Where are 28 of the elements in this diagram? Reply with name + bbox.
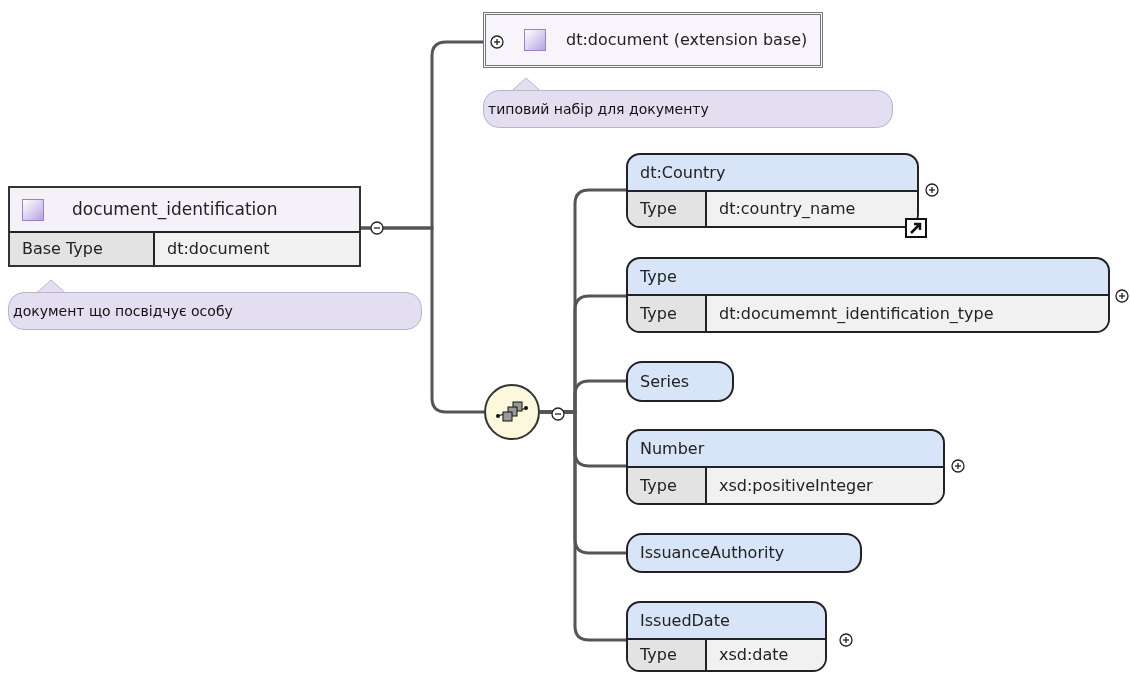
property-value: dt:country_name [707, 192, 917, 226]
element-name: IssuedDate [640, 609, 730, 632]
element-box [626, 533, 862, 573]
element-name: Number [640, 437, 705, 460]
element-box [626, 429, 945, 505]
element-box [626, 257, 1110, 333]
element-name: document_identification [72, 197, 278, 222]
element-box [626, 601, 827, 672]
complex-type-box [8, 186, 361, 267]
element-box [626, 153, 919, 228]
base-type-box [483, 12, 823, 68]
element-name: dt:Country [640, 161, 726, 184]
property-value: dt:documemnt_identification_type [707, 296, 1108, 331]
property-label: Type [628, 468, 707, 503]
property-label: Type [628, 296, 707, 331]
connector-line [361, 226, 484, 414]
property-label: Type [628, 640, 707, 670]
sequence-compositor [484, 384, 540, 440]
property-label: Base Type [10, 233, 155, 265]
property-value: xsd:positiveInteger [707, 468, 943, 503]
property-value: xsd:date [707, 640, 825, 670]
element-name: Type [640, 265, 677, 288]
property-value: dt:document [155, 233, 359, 265]
type-name: dt:document (extension base) [566, 29, 808, 51]
element-name: Series [640, 370, 690, 393]
element-box [626, 361, 734, 402]
element-name: IssuanceAuthority [640, 542, 785, 564]
property-label: Type [628, 192, 707, 226]
